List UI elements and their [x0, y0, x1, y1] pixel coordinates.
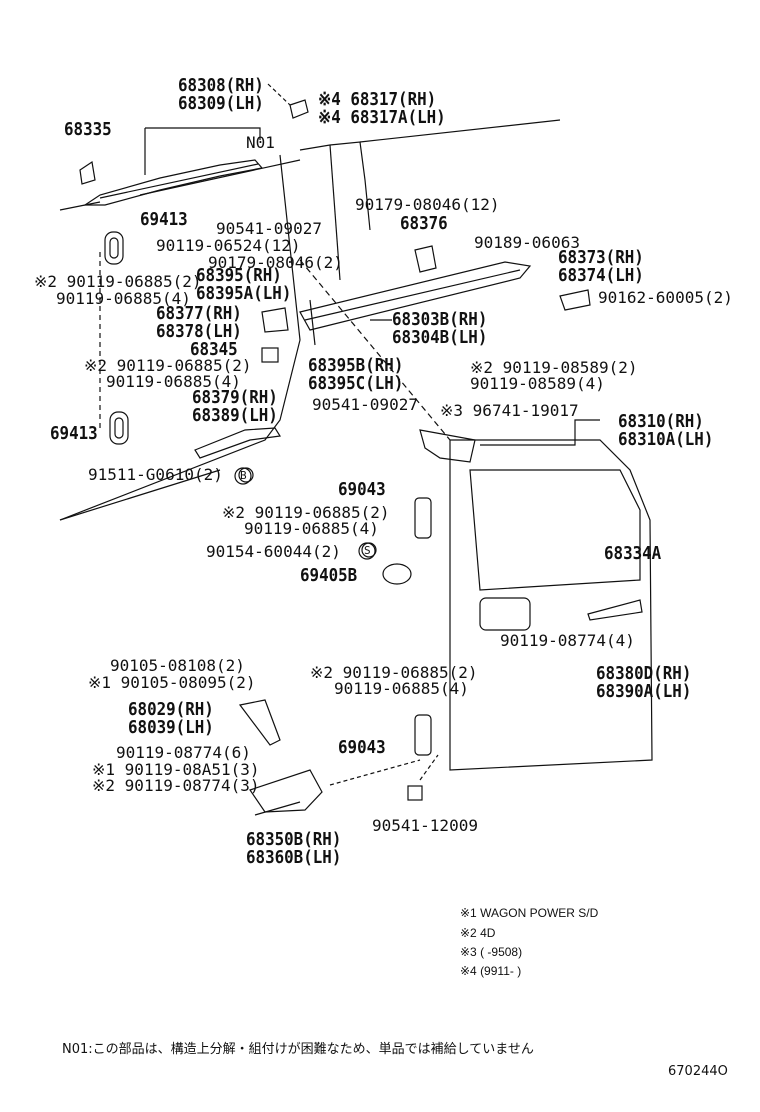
part-68308-label: 68308(RH) [178, 75, 264, 96]
part-68360B-label: 68360B(LH) [246, 847, 342, 868]
part-90119-08589-2-label: ※2 90119-08589(2) [470, 358, 638, 377]
part-90154-label: 90154-60044(2) [206, 542, 341, 561]
part-90119-08A51-label: ※1 90119-08A51(3) [92, 760, 260, 779]
part-68317-label: ※4 68317(RH) [318, 89, 437, 110]
part-96741-label: ※3 96741-19017 [440, 401, 579, 420]
circle-s-ring [358, 542, 376, 560]
part-91511-label: 91511-G0610(2) [88, 465, 223, 484]
part-90541-12009-label: 90541-12009 [372, 816, 478, 835]
part-68378-label: 68378(LH) [156, 321, 242, 342]
part-68029-label: 68029(RH) [128, 699, 214, 720]
part-90119-08774-4-label: 90119-08774(4) [500, 631, 635, 650]
door-outline-shape [449, 439, 653, 771]
diagram-id: 670244O [668, 1064, 728, 1079]
part-68374-label: 68374(LH) [558, 265, 644, 286]
part-68390A-label: 68390A(LH) [596, 681, 692, 702]
part-68389-label: 68389(LH) [192, 405, 278, 426]
note-1: ※1 WAGON POWER S/D [460, 906, 599, 920]
part-90179-2-label: 90179-08046(2) [208, 253, 343, 272]
part-68395-label: 68395(RH) [196, 265, 282, 286]
footnote: N01:この部品は、構造上分解・組付けが困難なため、単品では補給していません [62, 1042, 534, 1057]
part-90119-06885-4c-label: 90119-06885(4) [244, 519, 379, 538]
part-90119-08589-4-label: 90119-08589(4) [470, 374, 605, 393]
note-2: ※2 4D [460, 926, 496, 940]
part-68310-label: 68310(RH) [618, 411, 704, 432]
part-68335-label: 68335 [64, 119, 112, 140]
part-90105-08108-label: 90105-08108(2) [110, 656, 245, 675]
center-rail-shape [299, 261, 532, 331]
part-90541-mid-label: 90541-09027 [312, 395, 418, 414]
part-90189-label: 90189-06063 [474, 233, 580, 252]
part-69043-lower-label: 69043 [338, 737, 386, 758]
part-90119-06885-4b-label: 90119-06885(4) [106, 372, 241, 391]
part-90119-06885-2a-label: ※2 90119-06885(2) [34, 272, 202, 291]
part-90119-06885-2c-label: ※2 90119-06885(2) [222, 503, 390, 522]
part-69043-upper-label: 69043 [338, 479, 386, 500]
part-90541-upper-label: 90541-09027 [216, 219, 322, 238]
circle-b-ring [234, 467, 252, 485]
part-69405B-label: 69405B [300, 565, 358, 586]
part-90162-label: 90162-60005(2) [598, 288, 733, 307]
circle-s-marker: S [364, 544, 371, 557]
upper-rail-shape [83, 159, 264, 206]
part-68309-label: 68309(LH) [178, 93, 264, 114]
part-68350B-label: 68350B(RH) [246, 829, 342, 850]
part-69413-lower-label: 69413 [50, 423, 98, 444]
part-68395C-label: 68395C(LH) [308, 373, 404, 394]
part-68317A-label: ※4 68317A(LH) [318, 107, 446, 128]
part-68380D-label: 68380D(RH) [596, 663, 692, 684]
note-4: ※4 (9911- ) [460, 964, 522, 978]
part-68345-label: 68345 [190, 339, 238, 360]
part-90119-06885-2b-label: ※2 90119-06885(2) [84, 356, 252, 375]
part-68334A-label: 68334A [604, 543, 662, 564]
part-68377-label: 68377(RH) [156, 303, 242, 324]
part-68310A-label: 68310A(LH) [618, 429, 714, 450]
part-90119-06885-4a-label: 90119-06885(4) [56, 289, 191, 308]
part-68303B-label: 68303B(RH) [392, 309, 488, 330]
part-90119-06524-label: 90119-06524(12) [156, 236, 301, 255]
part-68039-label: 68039(LH) [128, 717, 214, 738]
part-68395A-label: 68395A(LH) [196, 283, 292, 304]
part-68395B-label: 68395B(RH) [308, 355, 404, 376]
part-68376-label: 68376 [400, 213, 448, 234]
circle-b-marker: B [240, 469, 247, 482]
part-90119-08774-3-label: ※2 90119-08774(3) [92, 776, 260, 795]
part-69413-upper-label: 69413 [140, 209, 188, 230]
part-90119-06885-4d-label: 90119-06885(4) [334, 679, 469, 698]
part-68379-label: 68379(RH) [192, 387, 278, 408]
part-90105-08095-label: ※1 90105-08095(2) [88, 673, 256, 692]
note-3: ※3 ( -9508) [460, 945, 523, 959]
part-90179-12-label: 90179-08046(12) [355, 195, 500, 214]
part-68373-label: 68373(RH) [558, 247, 644, 268]
part-90119-08774-6-label: 90119-08774(6) [116, 743, 251, 762]
part-68304B-label: 68304B(LH) [392, 327, 488, 348]
part-90119-06885-2d-label: ※2 90119-06885(2) [310, 663, 478, 682]
n01-label: N01 [246, 133, 275, 152]
